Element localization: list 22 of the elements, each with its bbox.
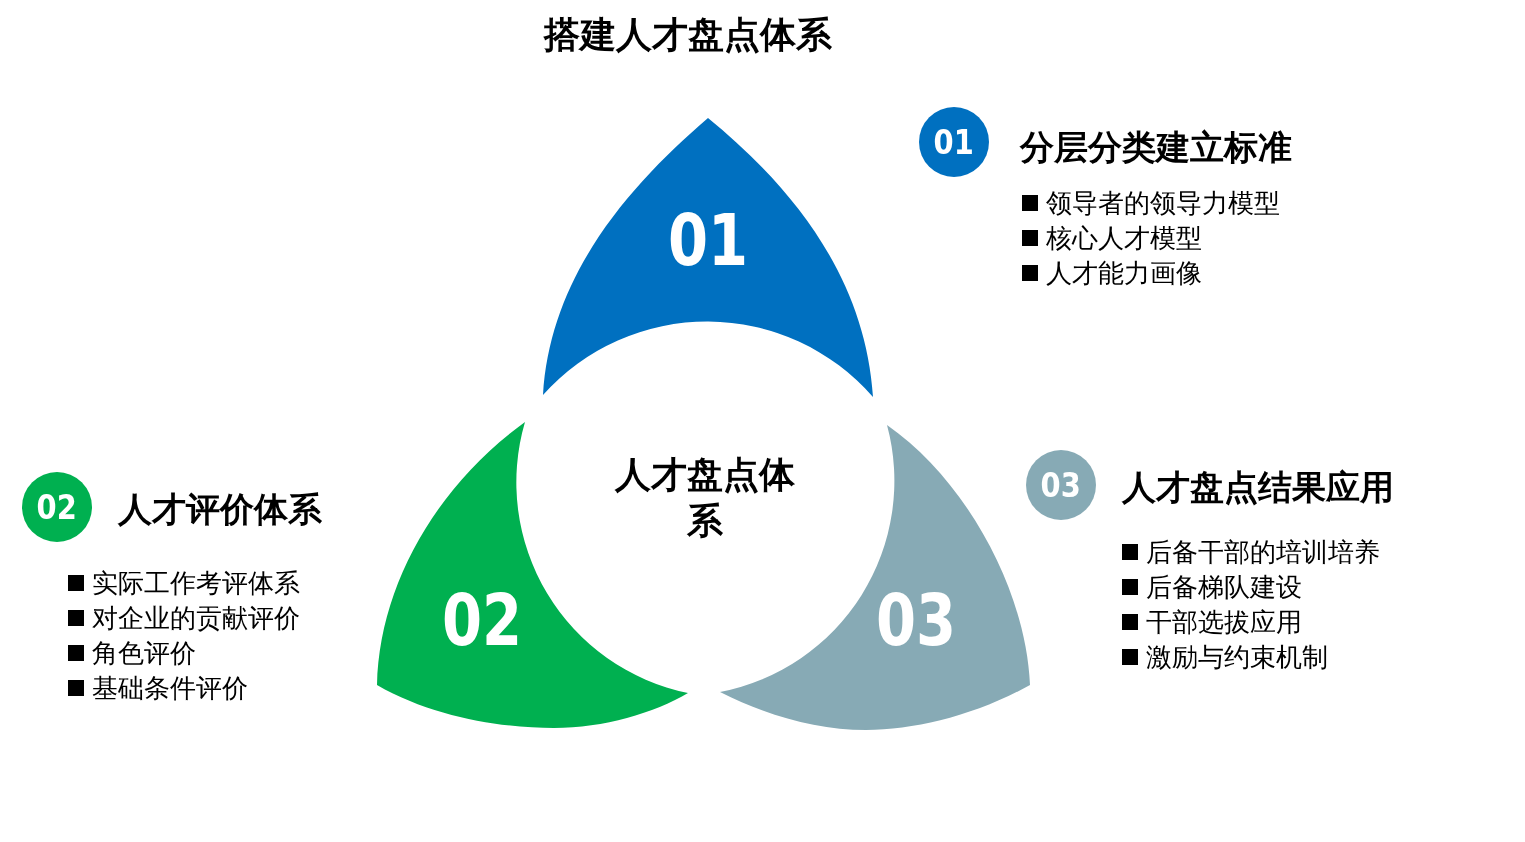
bullet-text: 后备干部的培训培养 — [1146, 536, 1380, 569]
bullet-text: 激励与约束机制 — [1146, 641, 1328, 674]
center-text: 人才盘点体系 — [615, 453, 795, 543]
bullet-text: 后备梯队建设 — [1146, 571, 1302, 604]
bullet-text: 领导者的领导力模型 — [1046, 187, 1280, 220]
number-badge: 01 — [919, 107, 989, 177]
petal-number: 01 — [667, 204, 749, 276]
bullet-text: 基础条件评价 — [92, 672, 248, 705]
section-heading: 人才评价体系 — [118, 488, 322, 531]
section-heading: 分层分类建立标准 — [1020, 126, 1292, 169]
bullet-text: 核心人才模型 — [1046, 222, 1202, 255]
bullet-text: 干部选拔应用 — [1146, 606, 1302, 639]
bullet-text: 角色评价 — [92, 637, 196, 670]
section-heading: 人才盘点结果应用 — [1122, 466, 1394, 509]
petal-number: 02 — [441, 584, 523, 656]
title: 搭建人才盘点体系 — [542, 13, 833, 57]
bullet-text: 对企业的贡献评价 — [92, 602, 300, 635]
bullet-text: 实际工作考评体系 — [92, 567, 300, 600]
number-badge: 03 — [1026, 450, 1096, 520]
bullet-text: 人才能力画像 — [1046, 257, 1202, 290]
number-badge: 02 — [22, 472, 92, 542]
petal-number: 03 — [875, 584, 957, 656]
